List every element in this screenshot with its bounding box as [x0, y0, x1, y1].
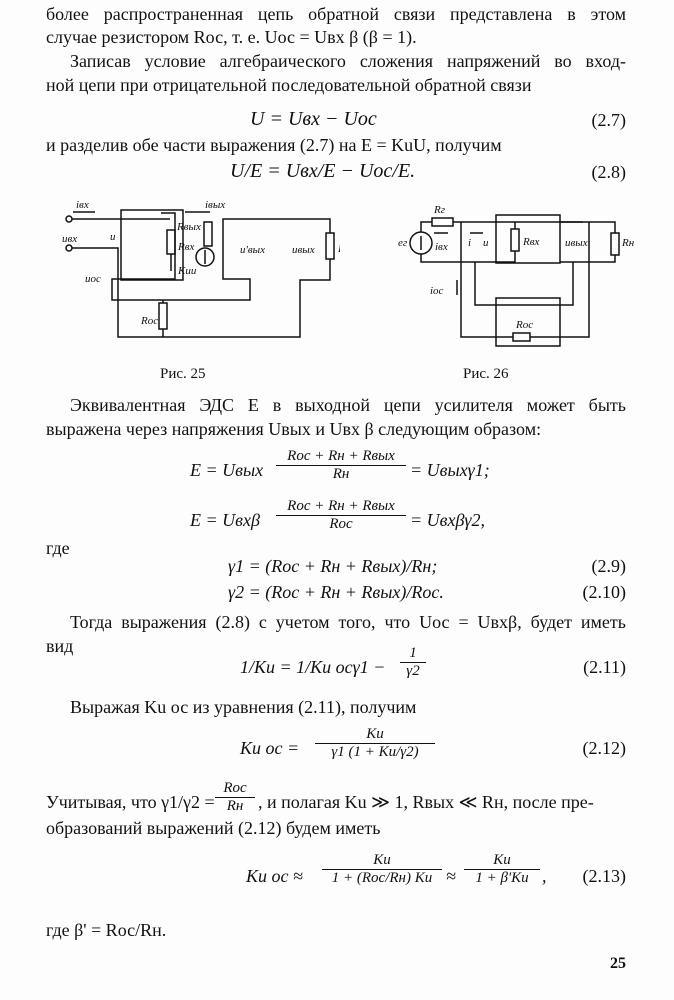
denominator: γ2	[406, 663, 420, 679]
svg-text:Rвх: Rвх	[177, 241, 194, 253]
svg-text:Rос: Rос	[140, 315, 158, 327]
comma: ,	[542, 866, 547, 886]
equation-number: (2.12)	[582, 738, 627, 758]
svg-text:u: u	[110, 231, 116, 243]
svg-text:u: u	[483, 237, 489, 249]
approx-sign: ≈	[446, 866, 456, 886]
numerator: Ku	[464, 852, 540, 870]
equation-2-8: U/E = Uвх/E − Uос/E.	[230, 160, 416, 182]
svg-text:iвых: iвых	[205, 200, 225, 211]
denominator: Rн	[332, 466, 350, 482]
equation-2-7: U = Uвх − Uос	[250, 108, 377, 130]
paragraph-line: где	[46, 538, 70, 558]
svg-text:iвх: iвх	[435, 241, 448, 253]
equation-2-11: 1/Ku = 1/Ku осγ1 −	[240, 657, 386, 677]
denominator: Rос	[329, 516, 353, 532]
equation-number: (2.10)	[582, 582, 627, 602]
paragraph-line: Выражая Ku ос из уравнения (2.11), получ…	[70, 697, 417, 717]
equation-number: (2.9)	[591, 556, 627, 576]
svg-text:iвх: iвх	[76, 200, 89, 211]
svg-text:Rвх: Rвх	[522, 236, 539, 248]
paragraph-line: Записав условие алгебраического сложения…	[70, 51, 626, 71]
figure-25-circuit: iвх uвх u Rвых Rвх Kuu u'вых uвых Rн uос…	[62, 200, 340, 338]
svg-text:i: i	[468, 237, 471, 249]
svg-text:Rос: Rос	[515, 319, 533, 331]
equation-number: (2.13)	[582, 866, 627, 886]
denominator: 1 + (Rос/Rн) Ku	[331, 870, 433, 886]
equation-number: (2.8)	[591, 162, 627, 182]
denominator: Rн	[226, 798, 244, 814]
figure-25-caption: Рис. 25	[160, 366, 206, 382]
equation-2-9: γ1 = (Rос + Rн + Rвых)/Rн;	[228, 556, 438, 576]
svg-text:Rг: Rг	[433, 204, 446, 216]
svg-text:Kuu: Kuu	[177, 265, 197, 277]
page-number: 25	[610, 955, 626, 972]
equation-e-left: E = Uвых	[190, 460, 264, 480]
svg-text:Rн: Rн	[621, 237, 635, 249]
paragraph-line: Учитывая, что γ1/γ2 =	[46, 792, 215, 812]
paragraph-line: образований выражений (2.12) будем иметь	[46, 818, 381, 838]
numerator: Ku	[315, 726, 435, 744]
denominator: 1 + β'Ku	[475, 870, 529, 886]
figure-26-caption: Рис. 26	[463, 366, 509, 382]
numerator: Rос	[215, 780, 255, 798]
equation-2-10: γ2 = (Rос + Rн + Rвых)/Rос.	[228, 582, 444, 602]
paragraph-line: вид	[46, 636, 74, 656]
paragraph-line: , и полагая Ku ≫ 1, Rвых ≪ Rн, после пре…	[258, 792, 594, 812]
paragraph-line: Эквивалентная ЭДС E в выходной цепи усил…	[70, 395, 626, 415]
paragraph-line: более распространенная цепь обратной свя…	[46, 4, 626, 24]
equation-e-left: E = Uвхβ	[190, 510, 260, 530]
svg-text:u'вых: u'вых	[240, 244, 265, 256]
figure-26-circuit: Rг eг iвх i u Rвх uвых Rн iос Rос	[398, 204, 635, 347]
paragraph-line: Тогда выражения (2.8) с учетом того, что…	[70, 612, 626, 632]
equation-number: (2.11)	[583, 657, 626, 677]
svg-text:uос: uос	[85, 273, 101, 285]
numerator: 1	[400, 645, 426, 663]
numerator: Rос + Rн + Rвых	[276, 498, 406, 516]
svg-text:iос: iос	[430, 285, 444, 297]
equation-2-13: Ku ос ≈	[246, 866, 303, 886]
svg-text:Rн: Rн	[337, 243, 340, 255]
equation-2-12: Ku ос =	[240, 738, 300, 758]
paragraph-line: случае резистором Rос, т. е. Uос = Uвх β…	[46, 27, 417, 47]
svg-text:uвых: uвых	[565, 237, 588, 249]
numerator: Kи	[322, 852, 442, 870]
equation-e-right: = Uвхβγ2,	[410, 510, 486, 530]
equation-number: (2.7)	[591, 110, 627, 130]
equation-e-right: = Uвыхγ1;	[410, 460, 490, 480]
denominator: γ1 (1 + Ku/γ2)	[331, 744, 419, 760]
paragraph-line: где β' = Rос/Rн.	[46, 920, 167, 940]
paragraph-line: и разделив обе части выражения (2.7) на …	[46, 135, 502, 155]
numerator: Rос + Rн + Rвых	[276, 448, 406, 466]
svg-text:uвх: uвх	[62, 233, 77, 245]
paragraph-line: выражена через напряжения Uвых и Uвх β с…	[46, 419, 542, 439]
svg-text:Rвых: Rвых	[176, 221, 201, 233]
paragraph-line: ной цепи при отрицательной последователь…	[46, 75, 532, 95]
svg-text:uвых: uвых	[292, 244, 315, 256]
svg-text:eг: eг	[398, 237, 408, 249]
